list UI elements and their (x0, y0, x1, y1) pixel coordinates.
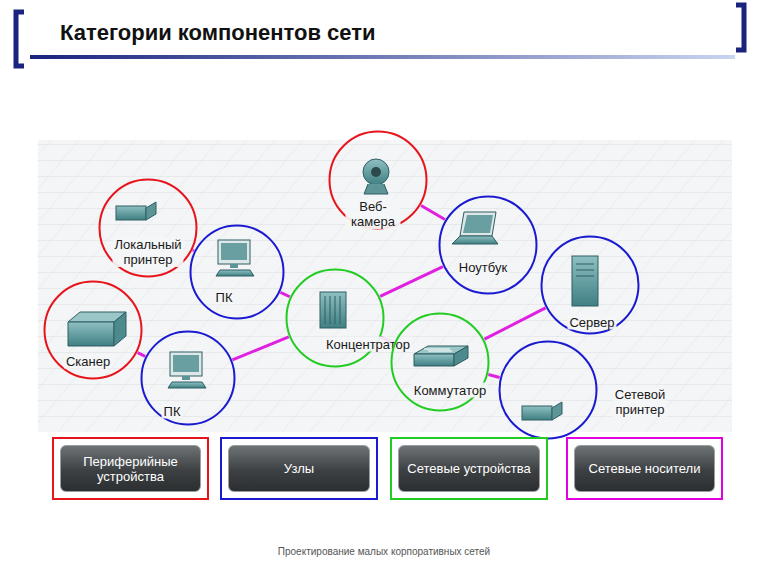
network-cable (193, 249, 194, 253)
category-circle: Концентратор (285, 268, 385, 368)
server-icon (572, 256, 598, 306)
node-label: Сканер (64, 354, 112, 369)
legend-swatch: Узлы (220, 437, 378, 500)
printer-icon (522, 402, 562, 420)
circle-outline (330, 132, 427, 229)
bracket (736, 5, 744, 50)
network-cable (380, 267, 443, 297)
circle-outline (440, 197, 537, 294)
node-label: Сервер (567, 315, 616, 330)
category-circle: Сетевой принтер (498, 340, 598, 440)
laptop-icon (452, 212, 498, 244)
circle-outline (189, 224, 285, 320)
legend-swatch: Периферийные устройства (52, 437, 209, 500)
category-circle: Локальный принтер (98, 178, 198, 278)
caption: Проектирование малых корпоративных сетей (0, 546, 768, 557)
bracket (16, 12, 24, 66)
legend-label: Сетевые устройства (401, 461, 536, 476)
category-circle: ПК (140, 330, 236, 426)
node-label: ПК (162, 404, 183, 419)
network-cable (232, 337, 288, 360)
title: Категории компонентов сети (60, 20, 376, 46)
circle-outline (100, 180, 197, 277)
node-label: ПК (214, 290, 235, 305)
pc-icon (216, 240, 254, 276)
legend-button: Сетевые носители (574, 445, 715, 492)
scanner-icon (68, 312, 126, 346)
node-label: Веб-камера (346, 199, 401, 229)
network-cable (484, 308, 545, 339)
legend-swatch: Сетевые устройства (390, 437, 548, 500)
legend-label: Узлы (278, 461, 320, 476)
legend-button: Периферийные устройства (60, 445, 201, 492)
category-circle: Сервер (540, 235, 640, 335)
category-circle: Сканер (43, 280, 143, 380)
node-label: Концентратор (324, 337, 412, 352)
circle-outline (500, 342, 597, 439)
floor-grid (38, 140, 732, 432)
webcam-icon (363, 159, 389, 194)
category-circle: ПК (189, 224, 285, 320)
category-circle: Ноутбук (438, 195, 538, 295)
legend-button: Узлы (228, 445, 370, 492)
floor (38, 140, 732, 432)
category-circle: Коммутатор (390, 312, 490, 412)
circle-outline (45, 282, 142, 379)
pc-icon (168, 352, 206, 388)
node-label: Локальный принтер (112, 237, 183, 267)
circle-outline (191, 226, 284, 319)
circle-outline (438, 195, 538, 295)
network-cable (280, 292, 289, 296)
node-label: Коммутатор (412, 383, 488, 398)
switch-icon (414, 346, 468, 366)
hub-icon (320, 292, 346, 328)
circle-outline (392, 314, 489, 411)
legend-button: Сетевые устройства (398, 445, 540, 492)
network-cable (488, 375, 499, 378)
legend-label: Периферийные устройства (61, 454, 200, 484)
circle-outline (142, 332, 235, 425)
legend-label: Сетевые носители (583, 461, 707, 476)
circle-outline (287, 270, 384, 367)
circle-outline (140, 330, 236, 426)
network-cable (138, 353, 146, 357)
printer-icon (116, 202, 156, 220)
circle-outline (542, 237, 639, 334)
network-cable (421, 205, 445, 219)
title-rule (30, 55, 735, 59)
circle-outline (285, 268, 385, 368)
node-label: Сетевой принтер (613, 387, 667, 417)
category-circle: Веб-камера (328, 130, 428, 230)
node-label: Ноутбук (457, 260, 509, 275)
legend-swatch: Сетевые носители (566, 437, 723, 500)
circle-outline (498, 340, 598, 440)
